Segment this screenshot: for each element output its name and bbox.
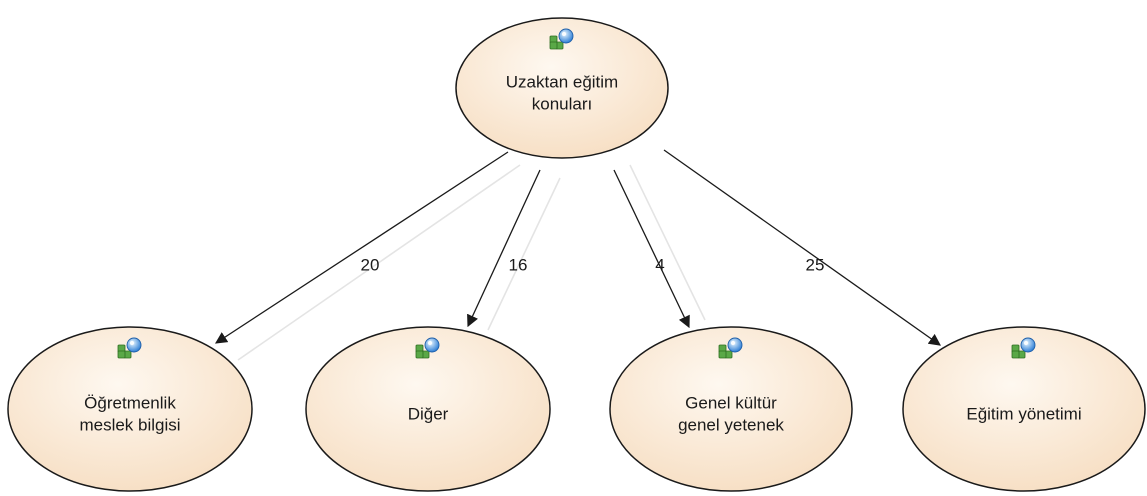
edge-shadow-line <box>237 164 521 361</box>
edge-label-egitim-yonetimi: 25 <box>806 255 825 274</box>
node-label-line: meslek bilgisi <box>79 415 180 434</box>
concept-icon <box>1011 337 1036 359</box>
edge-arrow-ogretmenlik[interactable] <box>214 151 509 344</box>
node-genel-kultur[interactable]: Genel kültür genel yetenek <box>609 326 853 492</box>
concept-icon <box>415 337 440 359</box>
node-label-line: Uzaktan eğitim <box>506 72 618 91</box>
node-ogretmenlik[interactable]: Öğretmenlik meslek bilgisi <box>7 326 253 492</box>
node-ellipse[interactable] <box>305 326 551 492</box>
concept-icon <box>549 28 574 50</box>
edge-label-genel-kultur: 4 <box>655 255 664 274</box>
node-label-line: Diğer <box>408 404 449 423</box>
node-root[interactable]: Uzaktan eğitim konuları <box>455 17 669 159</box>
node-egitim-yonetimi[interactable]: Eğitim yönetimi <box>902 326 1146 492</box>
node-ellipse[interactable] <box>455 17 669 159</box>
node-label-line: Öğretmenlik <box>84 393 176 412</box>
node-ellipse[interactable] <box>609 326 853 492</box>
concept-icon <box>117 337 142 359</box>
edge-shadow-line <box>487 177 561 331</box>
node-diger[interactable]: Diğer <box>305 326 551 492</box>
edge-shadow-line <box>629 164 706 321</box>
node-label-line: Genel kültür <box>685 393 777 412</box>
edge-arrow-genel-kultur[interactable] <box>613 169 690 329</box>
edge-label-diger: 16 <box>509 255 528 274</box>
node-ellipse[interactable] <box>7 326 253 492</box>
edge-shadow-group <box>237 164 706 361</box>
node-ellipse[interactable] <box>902 326 1146 492</box>
node-label-line: Eğitim yönetimi <box>966 404 1081 423</box>
node-label-line: konuları <box>532 94 592 113</box>
edge-arrow-diger[interactable] <box>467 169 541 328</box>
edge-group: 20 16 4 25 <box>214 149 941 346</box>
concept-icon <box>718 337 743 359</box>
edge-label-ogretmenlik: 20 <box>361 255 380 274</box>
edge-arrow-egitim-yonetimi[interactable] <box>663 149 941 346</box>
node-label-line: genel yetenek <box>678 415 784 434</box>
